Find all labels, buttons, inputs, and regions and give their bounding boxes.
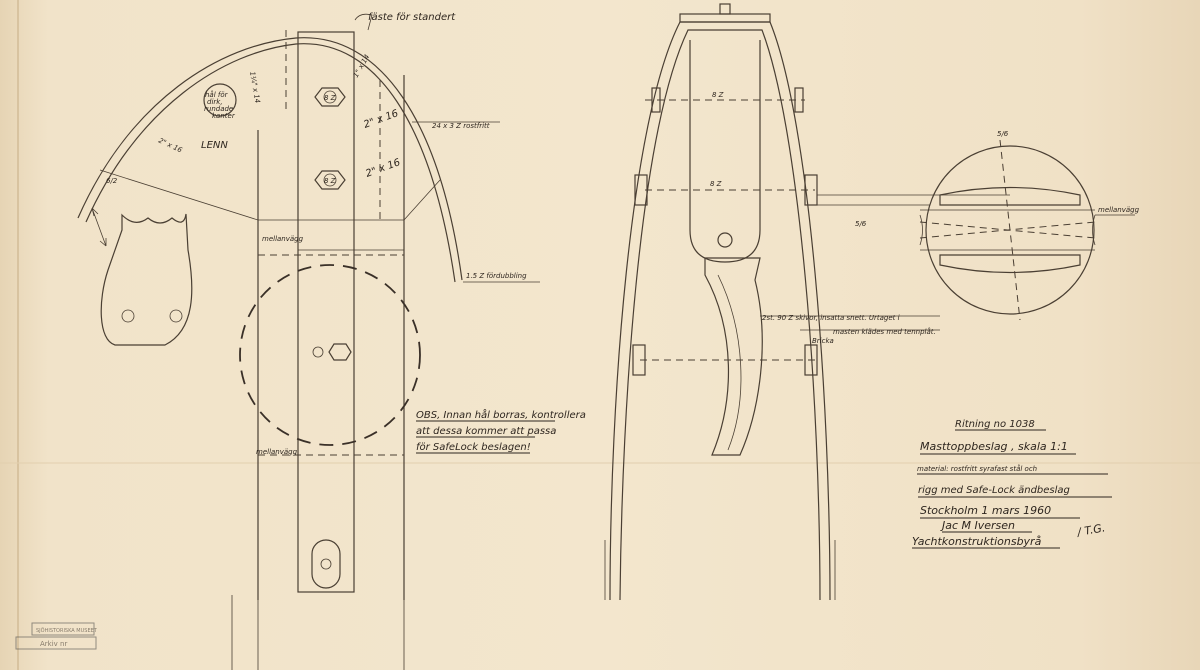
label-dim-6-2: 6/2 bbox=[106, 177, 118, 185]
label-dim-2x16: 2" x 16 bbox=[157, 137, 184, 155]
label-dim-2x16: 2" x 16 bbox=[364, 157, 402, 180]
stamp-line-2: Arkiv nr bbox=[40, 640, 67, 648]
drawing-number: Ritning no 1038 bbox=[955, 419, 1035, 430]
label-bolt-8z: 8 Z bbox=[324, 94, 336, 102]
label-dim-1x14: 1" x 14 bbox=[352, 53, 372, 79]
label-sheaves-2: masten klädes med tennplåt. bbox=[833, 327, 936, 336]
left-view bbox=[77, 13, 540, 670]
label-hole-4: kanter bbox=[212, 112, 236, 120]
label-mellanvagg: mellanvägg bbox=[262, 235, 304, 243]
label-mellanvagg: mellanvägg bbox=[256, 448, 298, 456]
label-hole-2: dirk, bbox=[207, 98, 223, 106]
place-date: Stockholm 1 mars 1960 bbox=[920, 504, 1051, 517]
section-view bbox=[919, 139, 1135, 321]
nut-icon bbox=[804, 344, 818, 376]
note-line-3: för SafeLock beslagen! bbox=[416, 442, 531, 453]
label-lenn: LENN bbox=[201, 140, 228, 151]
label-bolt-8z: 8 Z bbox=[712, 91, 724, 99]
material-line-2: rigg med Safe-Lock ändbeslag bbox=[918, 485, 1070, 496]
nut-icon bbox=[632, 344, 646, 376]
label-sheaves-1: 2st. 90 Z skivor, insatta snett. Urtaget… bbox=[762, 314, 900, 322]
label-section-top: 5/6 bbox=[997, 130, 1009, 138]
nut-icon bbox=[804, 174, 818, 206]
nut-icon bbox=[794, 87, 804, 113]
label-bolt-8z: 8 Z bbox=[324, 177, 336, 185]
firm: Yachtkonstruktionsbyrå bbox=[912, 535, 1042, 548]
middle-view bbox=[604, 3, 1010, 601]
inspection-note: OBS, Innan hål borras, kontrollera att d… bbox=[416, 408, 586, 454]
archive-stamp: SJÖHISTORISKA MUSEET Arkiv nr bbox=[15, 622, 98, 650]
label-section-mellanvagg: mellanvägg bbox=[1098, 206, 1140, 214]
label-dim-2x16: 2" x 16 bbox=[362, 108, 400, 131]
drawing-title: Masttoppbeslag , skala 1:1 bbox=[920, 440, 1068, 453]
label-dim-1-1-4x14: 1¼" x 14 bbox=[248, 71, 261, 104]
label-doubling: 1.5 Z fördubbling bbox=[466, 272, 527, 280]
designer: Jac M Iversen bbox=[940, 519, 1015, 532]
bolt-icon bbox=[314, 170, 346, 190]
material-line-1: material: rostfritt syrafast stål och bbox=[917, 464, 1037, 473]
bolt-icon bbox=[314, 87, 346, 107]
note-line-1: OBS, Innan hål borras, kontrollera bbox=[416, 408, 586, 421]
initials: / T.G. bbox=[1075, 521, 1106, 539]
nut-icon bbox=[634, 174, 648, 206]
label-section-side: 5/6 bbox=[855, 220, 867, 228]
label-bolt-8z: 8 Z bbox=[710, 180, 722, 188]
label-strip: 24 x 3 Z rostfritt bbox=[432, 122, 490, 130]
note-line-2: att dessa kommer att passa bbox=[416, 426, 556, 437]
label-washer: Bricka bbox=[812, 337, 834, 345]
title-block: Ritning no 1038 Masttoppbeslag , skala 1… bbox=[912, 419, 1112, 549]
label-hole-1: hål för bbox=[205, 90, 229, 99]
bolt-icon bbox=[312, 343, 352, 361]
nut-icon bbox=[651, 87, 661, 113]
stamp-line-1: SJÖHISTORISKA MUSEET bbox=[36, 627, 98, 634]
label-hole-3: rundade bbox=[204, 105, 233, 113]
label-pennant: fäste för standert bbox=[368, 12, 456, 23]
